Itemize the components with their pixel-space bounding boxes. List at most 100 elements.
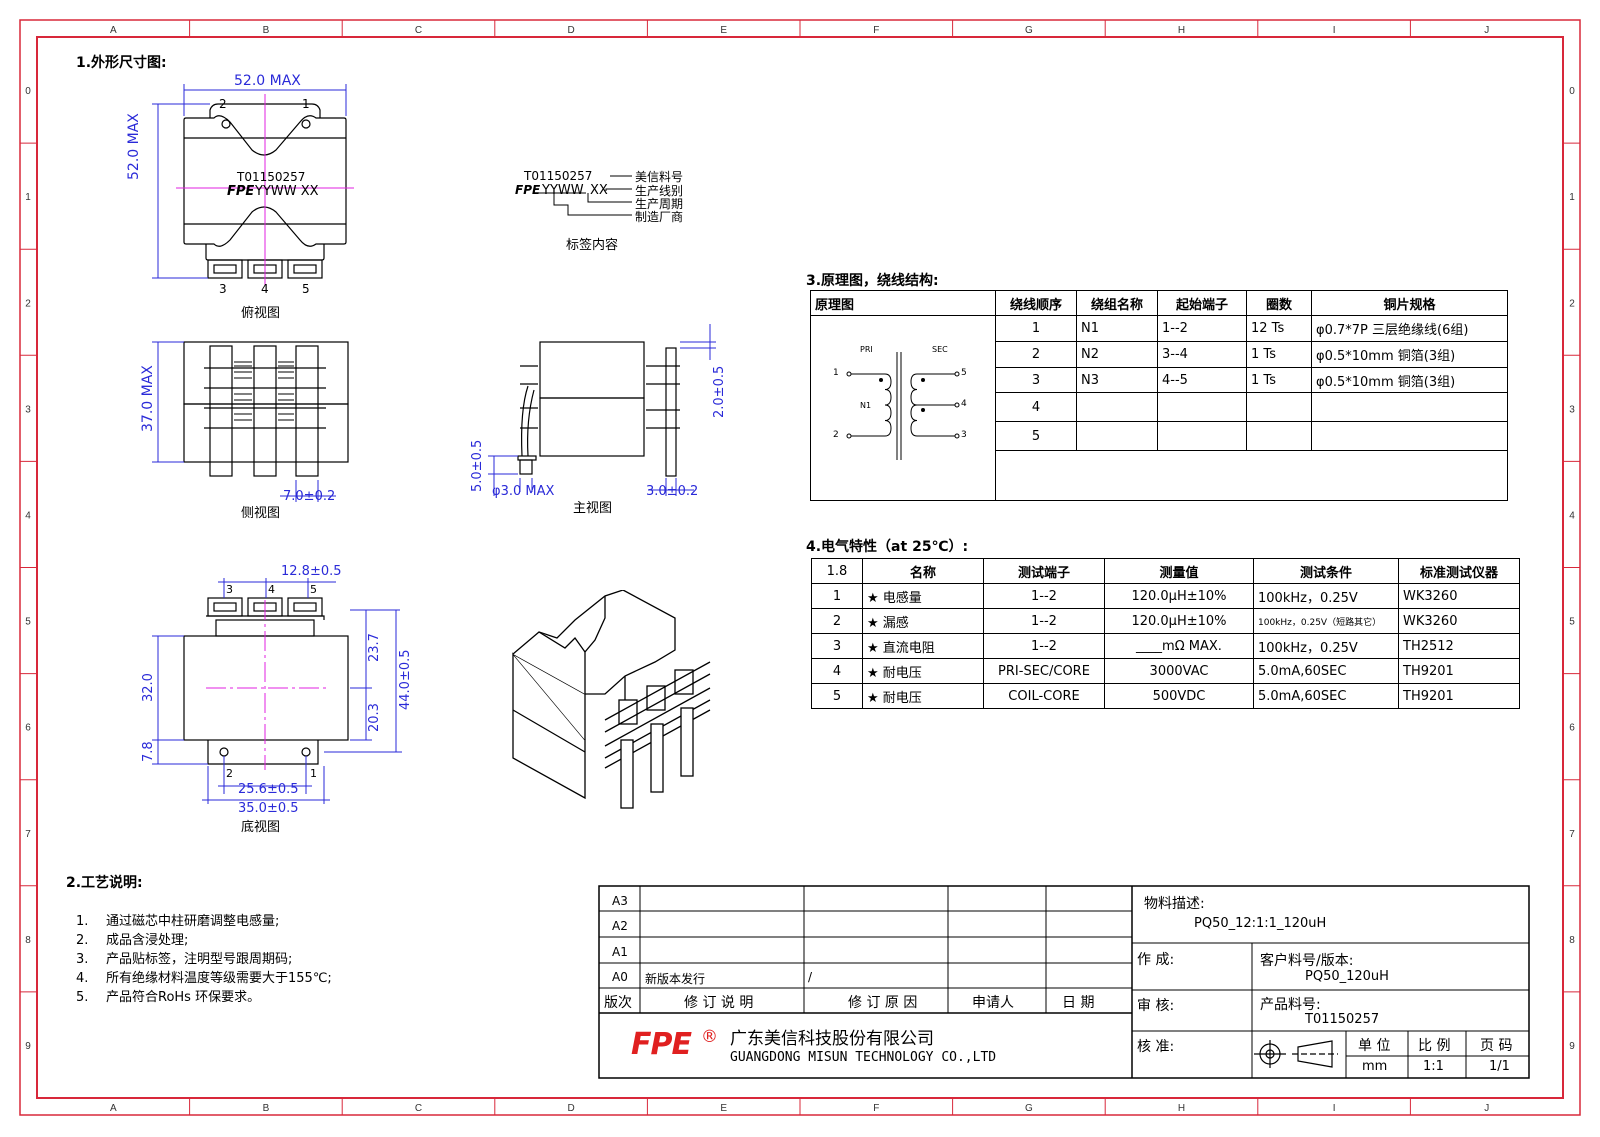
elec-col-condition: 测试条件 — [1253, 558, 1399, 584]
winding-col-turns: 圈数 — [1246, 290, 1312, 316]
side-view-height-dim: 37.0 MAX — [140, 365, 156, 432]
frame-col-label: B — [263, 25, 270, 36]
frame-row-label: 0 — [25, 86, 31, 97]
projection-symbol — [1254, 1040, 1338, 1068]
front-view-pin-dia-dim: φ3.0 MAX — [492, 484, 555, 499]
frame-row-label: 7 — [25, 829, 31, 840]
section2-title: 2.工艺说明: — [66, 875, 143, 891]
frame-row-label: 3 — [1569, 404, 1575, 415]
frame-row-label: 8 — [25, 935, 31, 946]
transformer-schematic — [846, 352, 960, 460]
frame-row-label: 3 — [25, 404, 31, 415]
frame-row-label: 4 — [25, 510, 31, 521]
schematic-cell — [810, 315, 996, 501]
product-pn-value: T01150257 — [1305, 1012, 1380, 1027]
label-note-line: 生产线别 — [635, 184, 684, 198]
frame-col-label: C — [415, 1103, 422, 1114]
scale-label: 比 例 — [1418, 1038, 1451, 1054]
company-logo: FPE — [631, 1027, 692, 1062]
winding-col-order: 绕线顺序 — [995, 290, 1077, 316]
top-view-height-dim: 52.0 MAX — [126, 113, 142, 180]
frame-col-label: I — [1333, 1103, 1336, 1114]
bottom-view-r3-dim: 44.0±0.5 — [398, 649, 413, 710]
frame-col-label: A — [110, 1103, 117, 1114]
bottom-view-drawing — [152, 578, 402, 804]
front-view-drawing — [488, 324, 716, 496]
rev-a0-description: 新版本发行 — [645, 972, 706, 986]
frame-col-label: A — [110, 25, 117, 36]
top-pin-1: 1 — [302, 97, 310, 111]
side-view-drawing — [152, 341, 349, 502]
process-item: 2.成品含浸处理; — [76, 933, 189, 948]
frame-col-label: H — [1178, 1103, 1185, 1114]
frame-row-label: 6 — [1569, 723, 1575, 734]
top-view-label-logo: FPE — [227, 184, 255, 199]
frame-row-label: 0 — [1569, 86, 1575, 97]
schematic-pin-5: 5 — [961, 368, 967, 378]
label-note-pn: 美信料号 — [635, 170, 684, 184]
label-note-period: 生产周期 — [635, 197, 684, 211]
schematic-pin-1: 1 — [833, 368, 839, 378]
frame-row-label: 4 — [1569, 510, 1575, 521]
bottom-pin-4: 4 — [268, 583, 275, 596]
frame-row-label: 9 — [25, 1041, 31, 1052]
winding-col-terminal: 起始端子 — [1157, 290, 1247, 316]
top-view-label-line1: T01150257 — [237, 170, 306, 184]
frame-row-label: 9 — [1569, 1041, 1575, 1052]
label-note-maker: 制造厂商 — [635, 210, 684, 224]
rev-row-a2: A2 — [612, 919, 628, 933]
top-pin-5: 5 — [302, 282, 310, 296]
frame-row-label: 5 — [25, 617, 31, 628]
company-name-en: GUANGDONG MISUN TECHNOLOGY CO.,LTD — [730, 1050, 997, 1065]
schematic-n1-label: N1 — [860, 401, 872, 410]
customer-pn-label: 客户料号/版本: — [1260, 953, 1354, 969]
front-view-right-dim: 2.0±0.5 — [712, 365, 727, 418]
elec-col-instrument: 标准测试仪器 — [1398, 558, 1520, 584]
winding-col-name: 绕组名称 — [1076, 290, 1158, 316]
frame-row-label: 6 — [25, 723, 31, 734]
material-desc-value: PQ50_12:1:1_120uH — [1194, 916, 1327, 931]
winding-col-schematic: 原理图 — [810, 290, 996, 316]
bottom-view-left-dim: 32.0 — [141, 673, 156, 702]
schematic-pin-4: 4 — [961, 399, 967, 409]
table-row: 4 — [811, 392, 1508, 423]
bottom-view-r1-dim: 23.7 — [367, 633, 382, 662]
material-desc-label: 物料描述: — [1144, 896, 1205, 912]
top-view-width-dim: 52.0 MAX — [234, 73, 301, 89]
reviewed-label: 审 核: — [1137, 998, 1175, 1014]
frame-col-label: C — [415, 25, 422, 36]
bottom-pin-2: 2 — [226, 767, 233, 780]
frame-col-label: D — [567, 25, 574, 36]
col-revision-reason: 修 订 原 因 — [848, 995, 918, 1011]
frame-col-label: H — [1178, 25, 1185, 36]
top-pin-2: 2 — [219, 97, 227, 111]
frame-row-label: 2 — [1569, 298, 1575, 309]
elec-col-name: 名称 — [862, 558, 984, 584]
frame-col-label: G — [1025, 1103, 1033, 1114]
made-by-label: 作 成: — [1137, 952, 1175, 968]
bottom-pin-1: 1 — [310, 767, 317, 780]
rev-row-a3: A3 — [612, 894, 628, 908]
frame-col-label: I — [1333, 25, 1336, 36]
schematic-pri-label: PRI — [860, 345, 873, 354]
frame-row-label: 2 — [25, 298, 31, 309]
label-content-suffix: XX — [590, 183, 608, 198]
top-view-drawing — [152, 84, 354, 285]
bottom-view-b1-dim: 25.6±0.5 — [238, 782, 299, 797]
company-name-cn: 广东美信科技股份有限公司 — [730, 1029, 934, 1049]
frame-col-label: J — [1484, 25, 1489, 36]
front-view-pin-w-dim: 3.0±0.2 — [646, 484, 699, 499]
top-pin-4: 4 — [261, 282, 269, 296]
col-revision-desc: 修 订 说 明 — [684, 995, 754, 1011]
section3-title: 3.原理图，绕线结构: — [806, 273, 939, 289]
process-item: 3.产品贴标签，注明型号跟周期码; — [76, 952, 293, 967]
col-date: 日 期 — [1062, 995, 1095, 1011]
bottom-view-left-dim2: 7.8 — [141, 741, 156, 762]
frame-col-label: F — [873, 1103, 879, 1114]
front-view-caption: 主视图 — [573, 501, 613, 516]
bottom-view-caption: 底视图 — [241, 820, 281, 835]
